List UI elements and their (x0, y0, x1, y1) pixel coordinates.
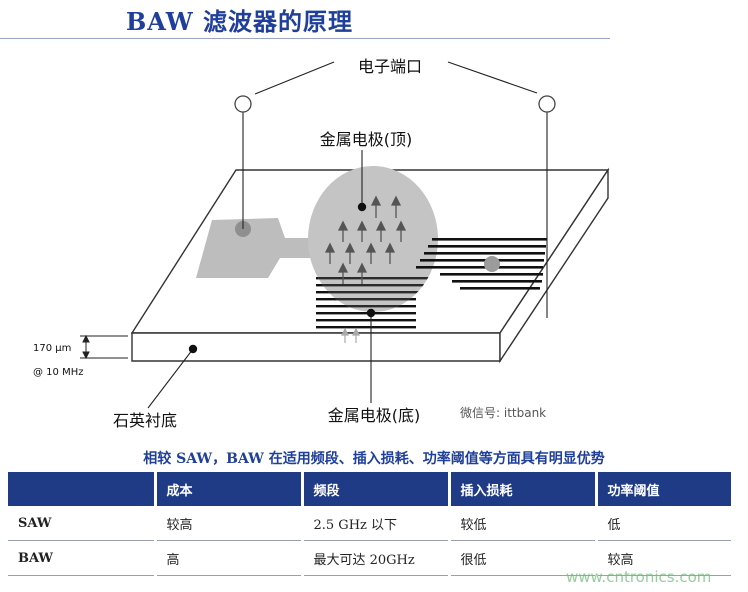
column-header: 成本 (155, 472, 304, 506)
table-cell: 较高 (596, 540, 734, 576)
left-electrode-pad (196, 218, 345, 278)
label-electronic-port: 电子端口 (358, 57, 422, 76)
port-leads (242, 61, 548, 318)
title-divider (0, 38, 610, 39)
comparison-subtitle: 相较 SAW，BAW 在适用频段、插入损耗、功率阈值等方面具有明显优势 (143, 451, 605, 467)
table-cell: 高 (155, 540, 304, 576)
substrate-dot (188, 344, 198, 354)
label-top-electrode: 金属电极(顶) (320, 130, 413, 149)
port-left-icon (234, 95, 252, 113)
port-right-icon (538, 95, 556, 113)
table-cell: 较高 (155, 506, 304, 541)
table-cell: 很低 (449, 540, 598, 576)
top-electrode (308, 166, 438, 312)
label-substrate: 石英衬底 (113, 411, 177, 430)
column-header: 插入损耗 (449, 472, 598, 506)
table-cell: BAW (8, 540, 157, 576)
wechat-watermark: 微信号: ittbank (460, 406, 547, 420)
field-arrows (324, 195, 407, 284)
table-cell: 较低 (449, 506, 598, 541)
column-header (8, 472, 157, 506)
label-thickness: 170 μm (33, 343, 71, 354)
bottom-electrode-behind (308, 277, 438, 308)
label-bottom-electrode: 金属电极(底) (328, 406, 421, 425)
thickness-dimension (80, 334, 128, 360)
top-electrode-dot (357, 202, 367, 212)
substrate-side-face (499, 167, 609, 364)
page-title: BAW 滤波器的原理 (126, 7, 354, 36)
column-header: 频段 (302, 472, 451, 506)
table-header-row: 成本 频段 插入损耗 功率阈值 (8, 472, 734, 506)
substrate-pointer (147, 348, 194, 409)
table-row: BAW 高 最大可达 20GHz 很低 较高 (8, 540, 734, 576)
comparison-table: 成本 频段 插入损耗 功率阈值 SAW 较高 2.5 GHz 以下 较低 低 B… (8, 472, 734, 576)
table-cell: 最大可达 20GHz (302, 540, 451, 576)
right-electrode-pad (416, 238, 547, 290)
label-frequency: @ 10 MHz (33, 367, 83, 378)
table-row: SAW 较高 2.5 GHz 以下 较低 低 (8, 506, 734, 541)
column-header: 功率阈值 (596, 472, 734, 506)
baw-diagram: 电子端口 金属电极(顶) 金属电极(底) 石英衬底 170 μm @ 10 MH… (33, 57, 610, 430)
table-cell: 低 (596, 506, 734, 541)
right-pad-contact (484, 256, 500, 272)
table-cell: 2.5 GHz 以下 (302, 506, 451, 541)
substrate-arrows (341, 327, 360, 343)
table-cell: SAW (8, 506, 157, 541)
bottom-electrode-dot (366, 308, 376, 318)
site-watermark: www.cntronics.com (566, 568, 712, 586)
